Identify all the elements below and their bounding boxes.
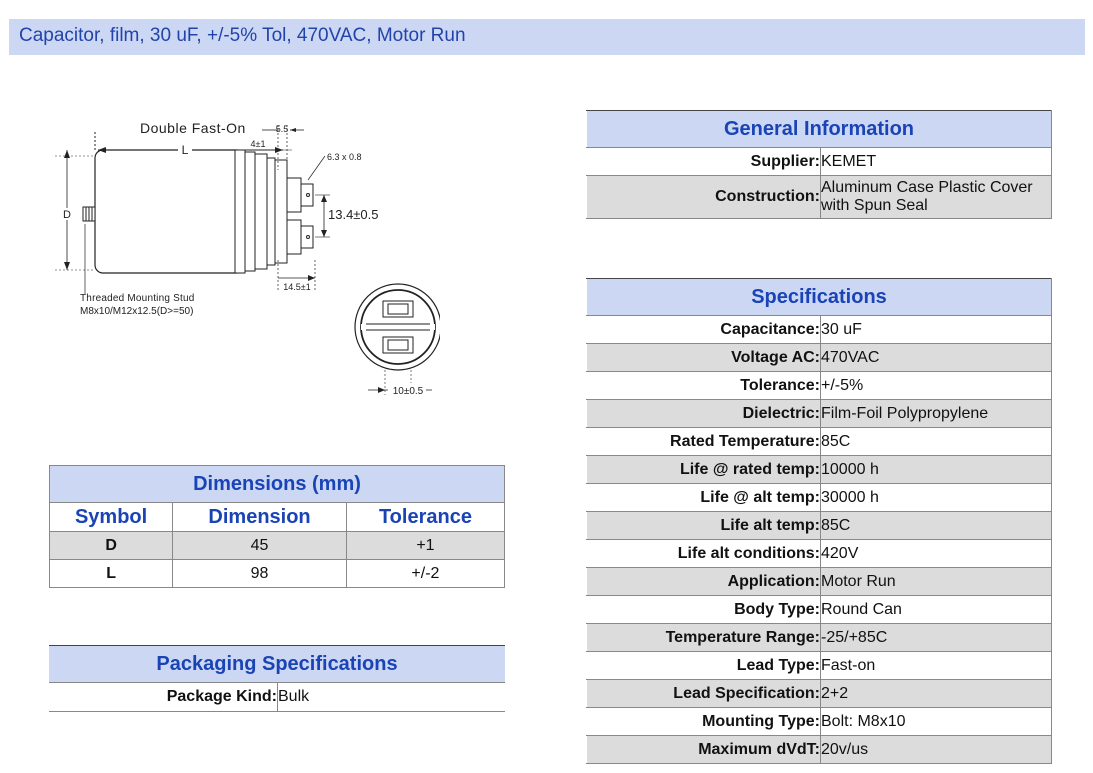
spec-value: +/-5% [820,371,1052,400]
spec-value: -25/+85C [820,623,1052,652]
spec-value: 20v/us [820,735,1052,764]
package-kind-label: Package Kind: [49,682,278,712]
spec-label: Capacitance: [586,315,821,344]
spec-label: Lead Type: [586,651,821,680]
general-info-header: General Information [586,110,1052,148]
spec-label: Mounting Type: [586,707,821,736]
general-info-table: General Information Supplier: KEMET Cons… [586,110,1052,219]
column-header-tolerance: Tolerance [345,502,506,532]
spec-value: 30 uF [820,315,1052,344]
page-title: Capacitor, film, 30 uF, +/-5% Tol, 470VA… [9,19,1085,55]
dim-5-5: 5.5 [276,124,289,134]
capacitor-body [94,149,246,274]
dim-10: 10±0.5 [393,386,424,397]
supplier-label: Supplier: [586,147,821,176]
spec-value: 85C [820,427,1052,456]
tolerance-cell: +1 [345,531,506,560]
spec-value: Film-Foil Polypropylene [820,399,1052,428]
construction-label: Construction: [586,175,821,219]
spec-value: Motor Run [820,567,1052,596]
spec-label: Life @ alt temp: [586,483,821,512]
spec-label: Temperature Range: [586,623,821,652]
spec-value: Round Can [820,595,1052,624]
length-label: L [182,143,189,157]
spec-label: Life alt conditions: [586,539,821,568]
tolerance-cell: +/-2 [345,559,506,588]
symbol-cell: D [48,531,174,560]
capacitor-end-view: 10±0.5 [354,283,440,397]
spec-label: Rated Temperature: [586,427,821,456]
dim-14-5: 14.5±1 [283,282,310,292]
spec-label: Life alt temp: [586,511,821,540]
spec-value: 30000 h [820,483,1052,512]
specifications-header: Specifications [586,278,1052,316]
spec-label: Life @ rated temp: [586,455,821,484]
double-fast-on-label: Double Fast-On [140,120,246,136]
diameter-label: D [63,209,71,221]
spec-label: Voltage AC: [586,343,821,372]
packaging-header: Packaging Specifications [49,645,505,683]
spec-value: 85C [820,511,1052,540]
dimension-cell: 45 [172,531,347,560]
supplier-value: KEMET [820,147,1052,176]
spec-value: Fast-on [820,651,1052,680]
dim-13-4: 13.4±0.5 [328,207,379,222]
spec-value: Bolt: M8x10 [820,707,1052,736]
spec-label: Dielectric: [586,399,821,428]
dimensions-table: Dimensions (mm) Symbol Dimension Toleran… [48,465,506,588]
spec-label: Application: [586,567,821,596]
stud-label-line2: M8x10/M12x12.5(D>=50) [80,306,193,317]
dimensions-header: Dimensions (mm) [49,465,505,503]
packaging-table: Packaging Specifications Package Kind: B… [49,645,505,712]
stud-label-line1: Threaded Mounting Stud [80,293,194,304]
spec-label: Body Type: [586,595,821,624]
capacitor-dimension-diagram: L Double Fast-On 5.5 4±1 6.3 x 0.8 13.4±… [55,120,440,397]
table-row: D 45 +1 [48,531,506,560]
spec-label: Tolerance: [586,371,821,400]
dimension-cell: 98 [172,559,347,588]
column-header-symbol: Symbol [48,502,174,532]
spec-label: Lead Specification: [586,679,821,708]
spec-value: 2+2 [820,679,1052,708]
column-header-dimension: Dimension [172,502,347,532]
spec-value: 10000 h [820,455,1052,484]
symbol-cell: L [48,559,174,588]
construction-value: Aluminum Case Plastic Cover with Spun Se… [820,175,1052,219]
specifications-table: Specifications Capacitance:30 uF Voltage… [586,278,1052,764]
spec-value: 420V [820,539,1052,568]
spec-value: 470VAC [820,343,1052,372]
package-kind-value: Bulk [277,682,505,712]
dim-6-3: 6.3 x 0.8 [327,152,362,162]
spec-label: Maximum dVdT: [586,735,821,764]
dim-4: 4±1 [251,139,266,149]
table-row: L 98 +/-2 [48,559,506,588]
